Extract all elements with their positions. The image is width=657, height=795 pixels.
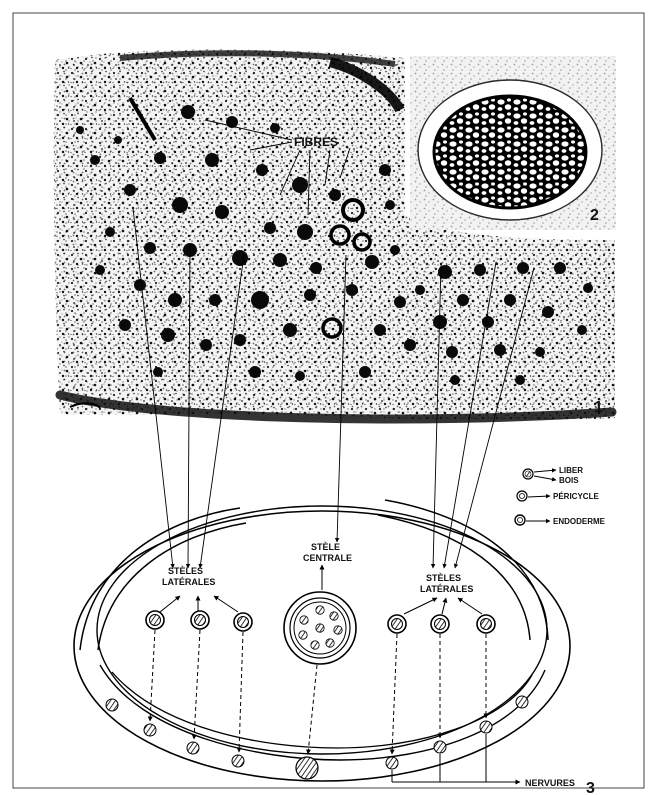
bundle-dot: [583, 283, 593, 293]
right-stele-label-line2: LATÉRALES: [420, 584, 473, 594]
bundle-dot: [304, 289, 316, 301]
left-stele-label-line1: STÈLES: [168, 566, 203, 576]
micrograph-panel-2: 2: [410, 56, 616, 230]
bundle-dot: [134, 279, 146, 291]
stem-diagram-panel-3: STÈLES LATÉRALES STÈLE CENTRALE STÈLES L…: [74, 500, 595, 795]
bundle-dot: [153, 367, 163, 377]
bundle-dot: [154, 152, 166, 164]
bundle-dot: [273, 253, 287, 267]
bundle-dot: [181, 105, 195, 119]
panel-number-2: 2: [590, 207, 599, 224]
bundle-dot: [329, 189, 341, 201]
nervures-label: NERVURES: [525, 778, 575, 788]
bundle-dot: [450, 375, 460, 385]
legend-item-liber-bois: LIBER BOIS: [523, 466, 583, 485]
panel-number-3: 3: [586, 780, 595, 795]
bundle-dot: [542, 306, 554, 318]
central-bundle: [330, 612, 338, 620]
central-bundle: [300, 616, 308, 624]
bundle-dot: [144, 242, 156, 254]
right-stele-label-line1: STÈLES: [426, 573, 461, 583]
legend-item-endoderme: ENDODERME: [515, 515, 606, 526]
bundle-dot: [535, 347, 545, 357]
bundle-dot: [394, 296, 406, 308]
central-stele-label-line1: STÈLE: [311, 542, 340, 552]
bundle-dot: [283, 323, 297, 337]
bundle-dot: [270, 123, 280, 133]
legend-bois: BOIS: [559, 476, 579, 485]
bundle-dot: [577, 325, 587, 335]
bundle-dot: [200, 339, 212, 351]
bundle-dot: [209, 294, 221, 306]
central-bundle: [334, 626, 342, 634]
bundle-dot: [554, 262, 566, 274]
bundle-dot: [365, 255, 379, 269]
bundle-dot: [359, 366, 371, 378]
bundle-dot: [232, 250, 248, 266]
nerve-bundles: [106, 696, 528, 779]
bundle-dot: [504, 294, 516, 306]
bundle-dot: [256, 164, 268, 176]
central-bundle: [326, 639, 334, 647]
bundle-dot: [292, 177, 308, 193]
bundle-dot: [105, 227, 115, 237]
central-stele-label-line2: CENTRALE: [303, 553, 352, 563]
bundle-dot: [310, 262, 322, 274]
bundle-dot: [517, 262, 529, 274]
bundle-dot: [494, 344, 506, 356]
bundle-dot: [404, 339, 416, 351]
legend-pericycle: PÉRICYCLE: [553, 492, 599, 501]
legend: LIBER BOIS PÉRICYCLE ENDODERME: [515, 466, 606, 526]
bundle-dot: [215, 205, 229, 219]
bundle-dot: [161, 328, 175, 342]
bundle-dot: [168, 293, 182, 307]
left-stele-label-line2: LATÉRALES: [162, 577, 215, 587]
bundle-dot: [297, 224, 313, 240]
bundle-dot: [124, 184, 136, 196]
bundle-dot: [295, 371, 305, 381]
bundle-dot: [205, 153, 219, 167]
bundle-dot: [114, 136, 122, 144]
central-bundle: [299, 631, 307, 639]
central-bundle: [311, 641, 319, 649]
bundle-dot: [249, 366, 261, 378]
bundle-dot: [390, 245, 400, 255]
bundle-dot: [172, 197, 188, 213]
central-stele: [284, 592, 356, 664]
panel-number-1: 1: [594, 399, 603, 416]
bundle-dot: [474, 264, 486, 276]
bundle-dot: [446, 346, 458, 358]
bundle-dot: [95, 265, 105, 275]
bundle-dot: [385, 200, 395, 210]
bundle-dot: [119, 319, 131, 331]
bundle-dot: [76, 126, 84, 134]
legend-liber: LIBER: [559, 466, 583, 475]
bundle-dot: [264, 222, 276, 234]
legend-endoderme: ENDODERME: [553, 517, 606, 526]
bundle-dot: [90, 155, 100, 165]
lateral-steles-right: [388, 615, 495, 633]
bundle-dot: [346, 284, 358, 296]
bundle-dot: [415, 285, 425, 295]
central-bundle: [316, 624, 324, 632]
central-bundle: [316, 606, 324, 614]
bundle-dot: [438, 265, 452, 279]
legend-item-pericycle: PÉRICYCLE: [517, 491, 599, 501]
lateral-steles-left: [146, 611, 252, 631]
fibres-label: FIBRES: [294, 135, 338, 149]
bundle-dot: [379, 164, 391, 176]
bundle-dot: [374, 324, 386, 336]
bundle-dot: [251, 291, 269, 309]
bundle-dot: [457, 294, 469, 306]
bundle-dot: [482, 316, 494, 328]
bundle-dot: [515, 375, 525, 385]
bundle-dot: [234, 334, 246, 346]
